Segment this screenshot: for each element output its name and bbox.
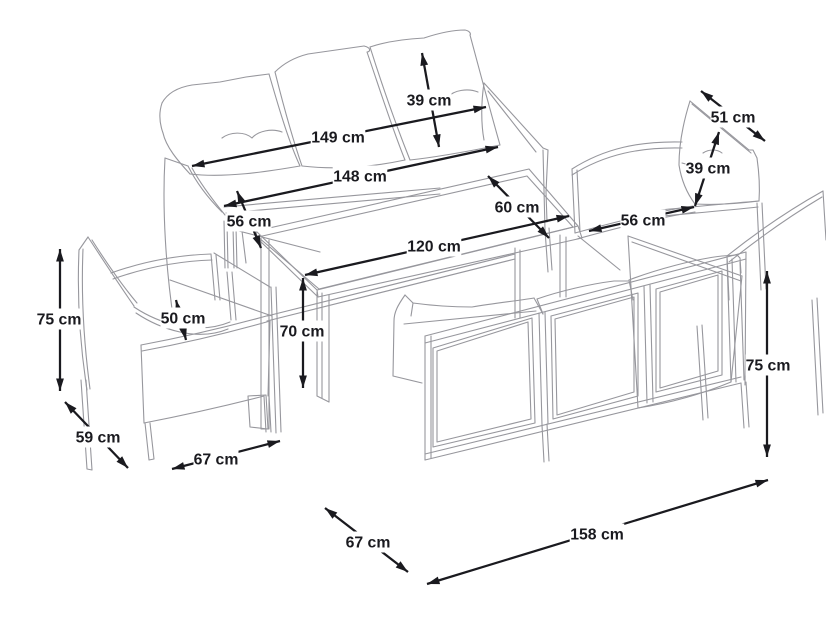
svg-text:75 cm: 75 cm (37, 312, 82, 329)
svg-text:56 cm: 56 cm (227, 214, 272, 231)
svg-text:158 cm: 158 cm (570, 527, 624, 544)
svg-text:148 cm: 148 cm (333, 169, 387, 186)
svg-text:51 cm: 51 cm (711, 110, 756, 127)
svg-text:39 cm: 39 cm (686, 161, 731, 178)
svg-text:67 cm: 67 cm (346, 535, 391, 552)
svg-text:39 cm: 39 cm (407, 93, 452, 110)
svg-text:59 cm: 59 cm (76, 430, 121, 447)
svg-text:120 cm: 120 cm (407, 239, 461, 256)
svg-text:75 cm: 75 cm (746, 358, 791, 375)
svg-text:50 cm: 50 cm (161, 311, 206, 328)
svg-text:70 cm: 70 cm (280, 324, 325, 341)
svg-text:60 cm: 60 cm (495, 200, 540, 217)
svg-text:56 cm: 56 cm (621, 213, 666, 230)
svg-text:149 cm: 149 cm (311, 130, 365, 147)
svg-text:67 cm: 67 cm (194, 452, 239, 469)
